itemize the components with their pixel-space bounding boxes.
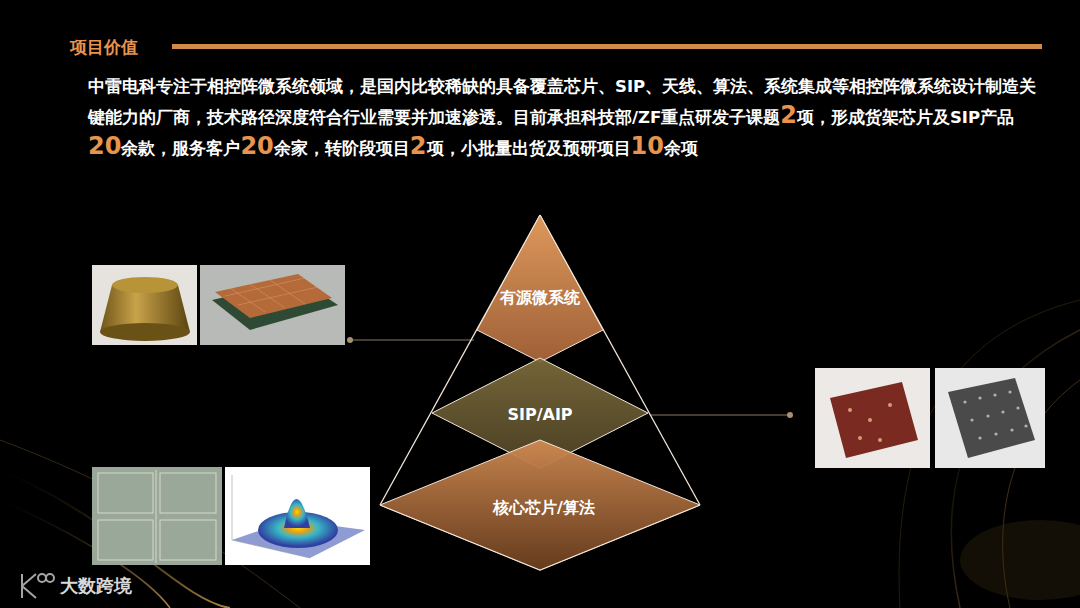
pyramid-base: 核心芯片/算法 <box>376 436 704 574</box>
text-run: 余项 <box>664 139 698 158</box>
layer-outline <box>477 215 603 362</box>
highlight-number: 20 <box>240 132 273 160</box>
intro-paragraph: 中雷电科专注于相控阵微系统领域，是国内比较稀缺的具备覆盖芯片、SIP、天线、算法… <box>88 72 1038 163</box>
layer-label: 有源微系统 <box>500 288 580 309</box>
pyramid-top: 有源微系统 <box>470 212 610 366</box>
highlight-number: 20 <box>88 132 121 160</box>
layer-label: 核心芯片/算法 <box>493 498 595 519</box>
text-run: 项，形成货架芯片及SIP产品 <box>797 108 1014 127</box>
text-run: 余家，转阶段项目 <box>274 139 410 158</box>
text-run: 余款，服务客户 <box>121 139 240 158</box>
watermark: 大数跨境 <box>60 574 180 598</box>
layer-outline <box>380 440 700 570</box>
slide-title: 项目价值 <box>70 35 138 59</box>
highlight-number: 10 <box>631 132 664 160</box>
highlight-number: 2 <box>410 132 427 160</box>
highlight-number: 2 <box>780 101 797 129</box>
layer-label: SIP/AIP <box>507 405 572 424</box>
text-run: 项，小批量出货及预研项目 <box>427 139 631 158</box>
